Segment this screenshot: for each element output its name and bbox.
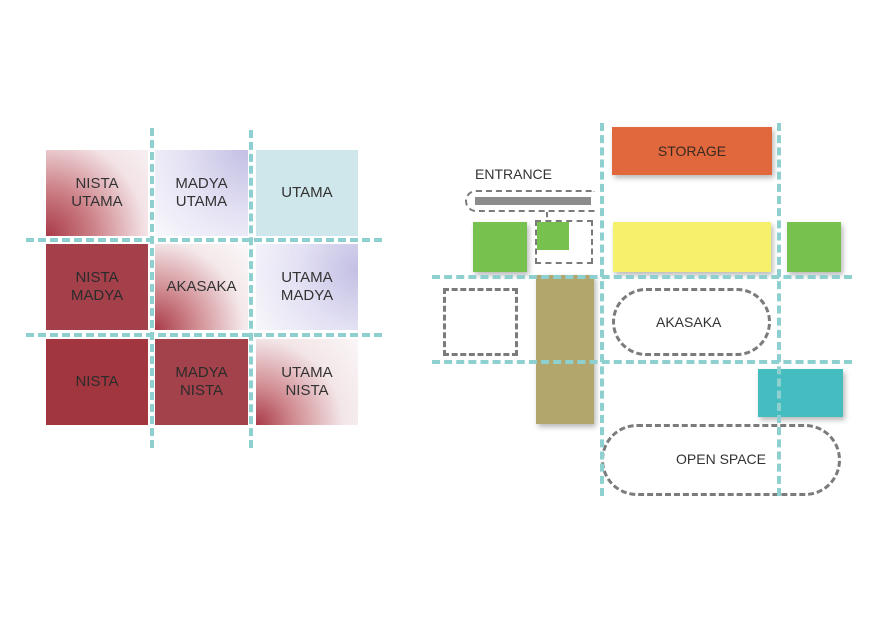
- cell-akasaka: AKASAKA: [155, 244, 248, 330]
- olive-column: [536, 275, 594, 424]
- plan-grid-line-vertical-2: [777, 123, 781, 496]
- grid-line-horizontal-2: [26, 333, 382, 337]
- grid-line-horizontal-1: [26, 238, 382, 242]
- cell-nista: NISTA: [46, 339, 148, 425]
- green-block-right: [787, 222, 841, 272]
- cell-nista-utama: NISTA UTAMA: [46, 150, 148, 236]
- entrance-path-outline: [465, 190, 595, 212]
- cell-madya-nista: MADYA NISTA: [155, 339, 248, 425]
- grid-line-vertical-2: [249, 130, 253, 448]
- cell-madya-utama: MADYA UTAMA: [155, 150, 248, 236]
- open-space-label: OPEN SPACE: [676, 451, 766, 467]
- entrance-arrow-icon: [541, 224, 553, 231]
- entrance-arrow-stem: [546, 212, 548, 226]
- akasaka-label: AKASAKA: [656, 314, 722, 330]
- storage-label: STORAGE: [657, 143, 727, 159]
- akasaka-outline: [612, 288, 771, 356]
- entrance-bar: [475, 197, 591, 205]
- empty-plot-outline: [443, 288, 518, 356]
- green-block-left: [473, 222, 527, 272]
- cell-utama-madya: UTAMA MADYA: [256, 244, 358, 330]
- cell-nista-madya: NISTA MADYA: [46, 244, 148, 330]
- plan-grid-line-horizontal-1: [432, 275, 852, 279]
- cell-utama-nista: UTAMA NISTA: [256, 339, 358, 425]
- plan-grid-line-vertical-1: [600, 123, 604, 496]
- entrance-label: ENTRANCE: [475, 166, 553, 182]
- mandala-grid: NISTA UTAMA MADYA UTAMA UTAMA NISTA MADY…: [26, 128, 382, 448]
- grid-line-vertical-1: [150, 128, 154, 448]
- teal-block: [758, 369, 843, 417]
- yellow-block: [613, 222, 771, 272]
- plan-grid-line-horizontal-2: [432, 360, 852, 364]
- storage-block: STORAGE: [612, 127, 772, 175]
- open-space-outline: [601, 424, 841, 496]
- cell-utama: UTAMA: [256, 150, 358, 236]
- entrance-box-outline: [535, 220, 593, 264]
- green-block-small: [537, 222, 569, 250]
